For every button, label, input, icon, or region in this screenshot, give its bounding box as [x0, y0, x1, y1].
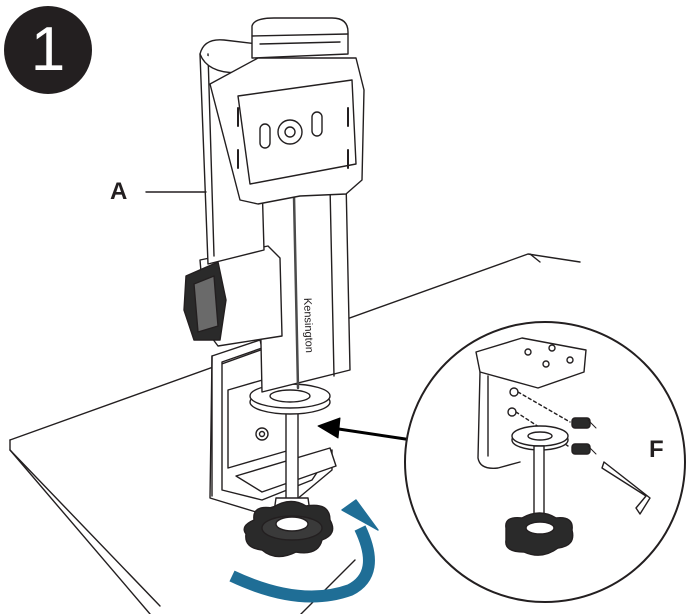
callout-a: A: [110, 178, 128, 205]
step-number-badge: 1: [4, 6, 92, 94]
callout-f: F: [649, 436, 664, 463]
vesa-plate: [209, 57, 365, 205]
desk-surface: [9, 253, 581, 614]
rotation-arrow-icon: [229, 499, 379, 603]
top-cap: [251, 17, 349, 59]
mount-column: [257, 179, 351, 393]
screw-icon: [571, 417, 591, 455]
pointer-arrow: [317, 417, 414, 442]
clamp-knob: [243, 409, 334, 558]
hex-key-icon: [601, 461, 651, 515]
detail-inset: [404, 321, 686, 603]
step-number: 1: [30, 15, 66, 84]
cable-clip: [183, 245, 283, 347]
brand-label: Kensington: [301, 298, 315, 353]
